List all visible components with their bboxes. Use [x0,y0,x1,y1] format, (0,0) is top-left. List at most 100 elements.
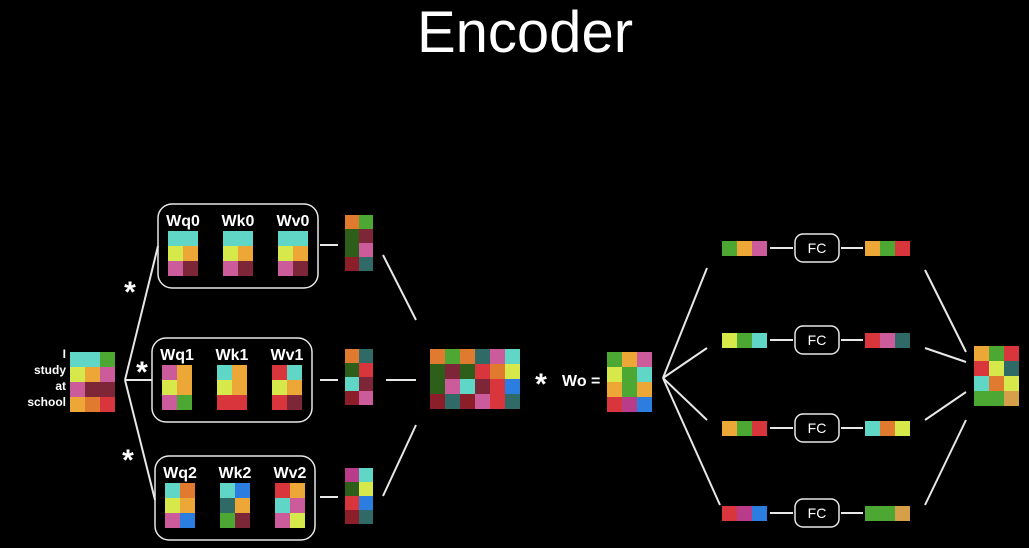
input-matrix-cell [100,352,115,367]
head-2-output-cell [345,468,359,482]
concat-matrix-cell [475,394,490,409]
fc-0-input [722,241,767,256]
concat-matrix [430,349,520,409]
concat-matrix-cell [490,349,505,364]
concat-matrix-cell [475,379,490,394]
fc-1-input-cell [752,333,767,348]
head-0-wq0-matrix [168,231,198,276]
z-matrix-cell [607,397,622,412]
input-matrix-cell [70,382,85,397]
z-matrix-cell [607,367,622,382]
input-token: school [27,395,66,409]
head-1-output-cell [359,377,373,391]
head-0-output-cell [345,215,359,229]
encoder-output-matrix-cell [974,376,989,391]
fc-0-input-cell [737,241,752,256]
encoder-output-matrix-cell [1004,391,1019,406]
fc-3-label: FC [808,505,827,521]
head-1-wq1-matrix [162,365,192,410]
head-1-wk1-matrix-cell [217,365,232,380]
head-2-output-cell [345,510,359,524]
fc-1-output-cell [865,333,880,348]
fc-2-input-cell [722,421,737,436]
fc-2-input-cell [737,421,752,436]
line-fc3-output [924,419,967,506]
head-1-output-cell [345,391,359,405]
head-0-wq0-matrix-cell [183,246,198,261]
head-box-1 [151,337,313,423]
encoder-output-matrix-cell [1004,376,1019,391]
head-1-wv1-matrix-cell [287,395,302,410]
head-2-wq2-matrix-cell [180,498,195,513]
concat-matrix-cell [460,349,475,364]
fc-3-input-cell [722,506,737,521]
z-matrix-cell [637,397,652,412]
connector-lines [124,244,967,506]
head-2-wq2-matrix-cell [165,483,180,498]
input-matrix-cell [85,382,100,397]
wo-label: Wo = [562,373,600,390]
concat-matrix-cell [445,349,460,364]
head-1-output-cell [359,349,373,363]
fc-0-input-cell [722,241,737,256]
head-1-output-cell [345,363,359,377]
head-0-label: Wv0 [277,213,310,230]
head-2-wk2-matrix-cell [220,513,235,528]
concat-matrix-cell [430,394,445,409]
encoder-output-matrix-cell [1004,361,1019,376]
head-2-output-cell [359,482,373,496]
head-2-wk2-matrix-cell [220,498,235,513]
head-1-wk1-matrix [217,365,247,410]
head-1-wq1-matrix-cell [177,380,192,395]
head-1-wk1-matrix-cell [232,365,247,380]
concat-matrix-cell [460,379,475,394]
input-matrix-cell [85,352,100,367]
fc-1-output [865,333,910,348]
fc-0-label: FC [808,240,827,256]
head-2-wq2-matrix-cell [180,483,195,498]
head-2-wq2-matrix-cell [180,513,195,528]
fc-1-input [722,333,767,348]
line-fc0-output [924,269,967,353]
head-1-label: Wk1 [216,347,249,364]
concat-matrix-cell [505,379,520,394]
z-matrix [607,352,652,412]
line-fc1-output [924,347,967,363]
head-0-wq0-matrix-cell [183,261,198,276]
head-0-wv0-matrix-cell [293,261,308,276]
z-matrix-cell [622,352,637,367]
z-matrix-cell [637,367,652,382]
encoder-output-matrix-cell [974,361,989,376]
line-input-head2 [124,379,156,501]
head-2-output-cell [359,468,373,482]
head-0-wv0-matrix-cell [278,261,293,276]
head-box-0 [157,203,319,289]
encoder-output-matrix-cell [989,376,1004,391]
input-matrix-cell [85,397,100,412]
input-token: I [63,347,66,361]
z-matrix-cell [637,382,652,397]
head-box-2 [154,455,316,541]
fc-0-output-cell [865,241,880,256]
head-2-output-cell [345,496,359,510]
fc-2-label: FC [808,420,827,436]
z-matrix-cell [622,397,637,412]
concat-matrix-cell [430,364,445,379]
head-0-label: Wk0 [222,213,255,230]
concat-matrix-cell [505,394,520,409]
fc-3-box: FC [794,498,840,528]
head-2-wv2-matrix-cell [290,483,305,498]
encoder-output-matrix-cell [989,391,1004,406]
head-1-wv1-matrix [272,365,302,410]
line-input-head0 [124,245,159,381]
head-2-wv2-matrix-cell [275,498,290,513]
input-token: at [55,379,66,393]
head-0-wv0-matrix-cell [293,231,308,246]
fc-3-box-frame [794,498,840,528]
fc-3-output-cell [865,506,880,521]
input-matrix-cell [100,397,115,412]
head-0-output-cell [359,243,373,257]
fc-1-input-cell [722,333,737,348]
head-0-label: Wq0 [166,213,200,230]
head-2-label: Wv2 [274,465,307,482]
